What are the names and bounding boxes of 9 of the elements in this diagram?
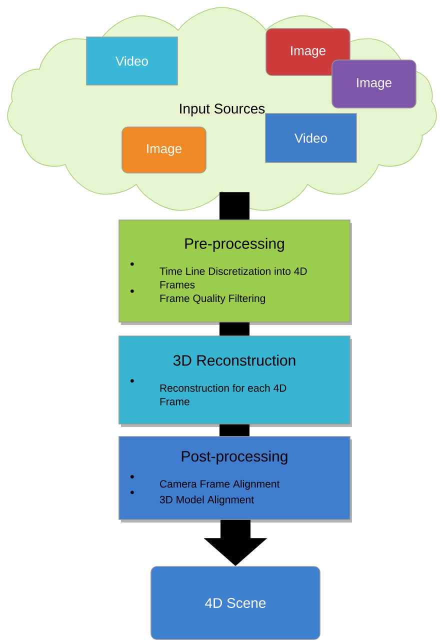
process-box: Post-processing Camera Frame Alignment 3D Model Alignment [118,436,352,522]
source-box: Video [265,113,357,163]
process-box: 3D Reconstruction Reconstruction for each 4D Frame [118,336,352,427]
source-box: Image [332,60,416,108]
source-box: Image [122,126,206,174]
source-box: 4D Scene [150,566,320,640]
process-box: Pre-processing Time Line Discretization into 4D Frames Frame Quality Filtering [118,220,352,325]
source-box: Image [266,28,350,76]
source-box: Video [86,36,178,86]
